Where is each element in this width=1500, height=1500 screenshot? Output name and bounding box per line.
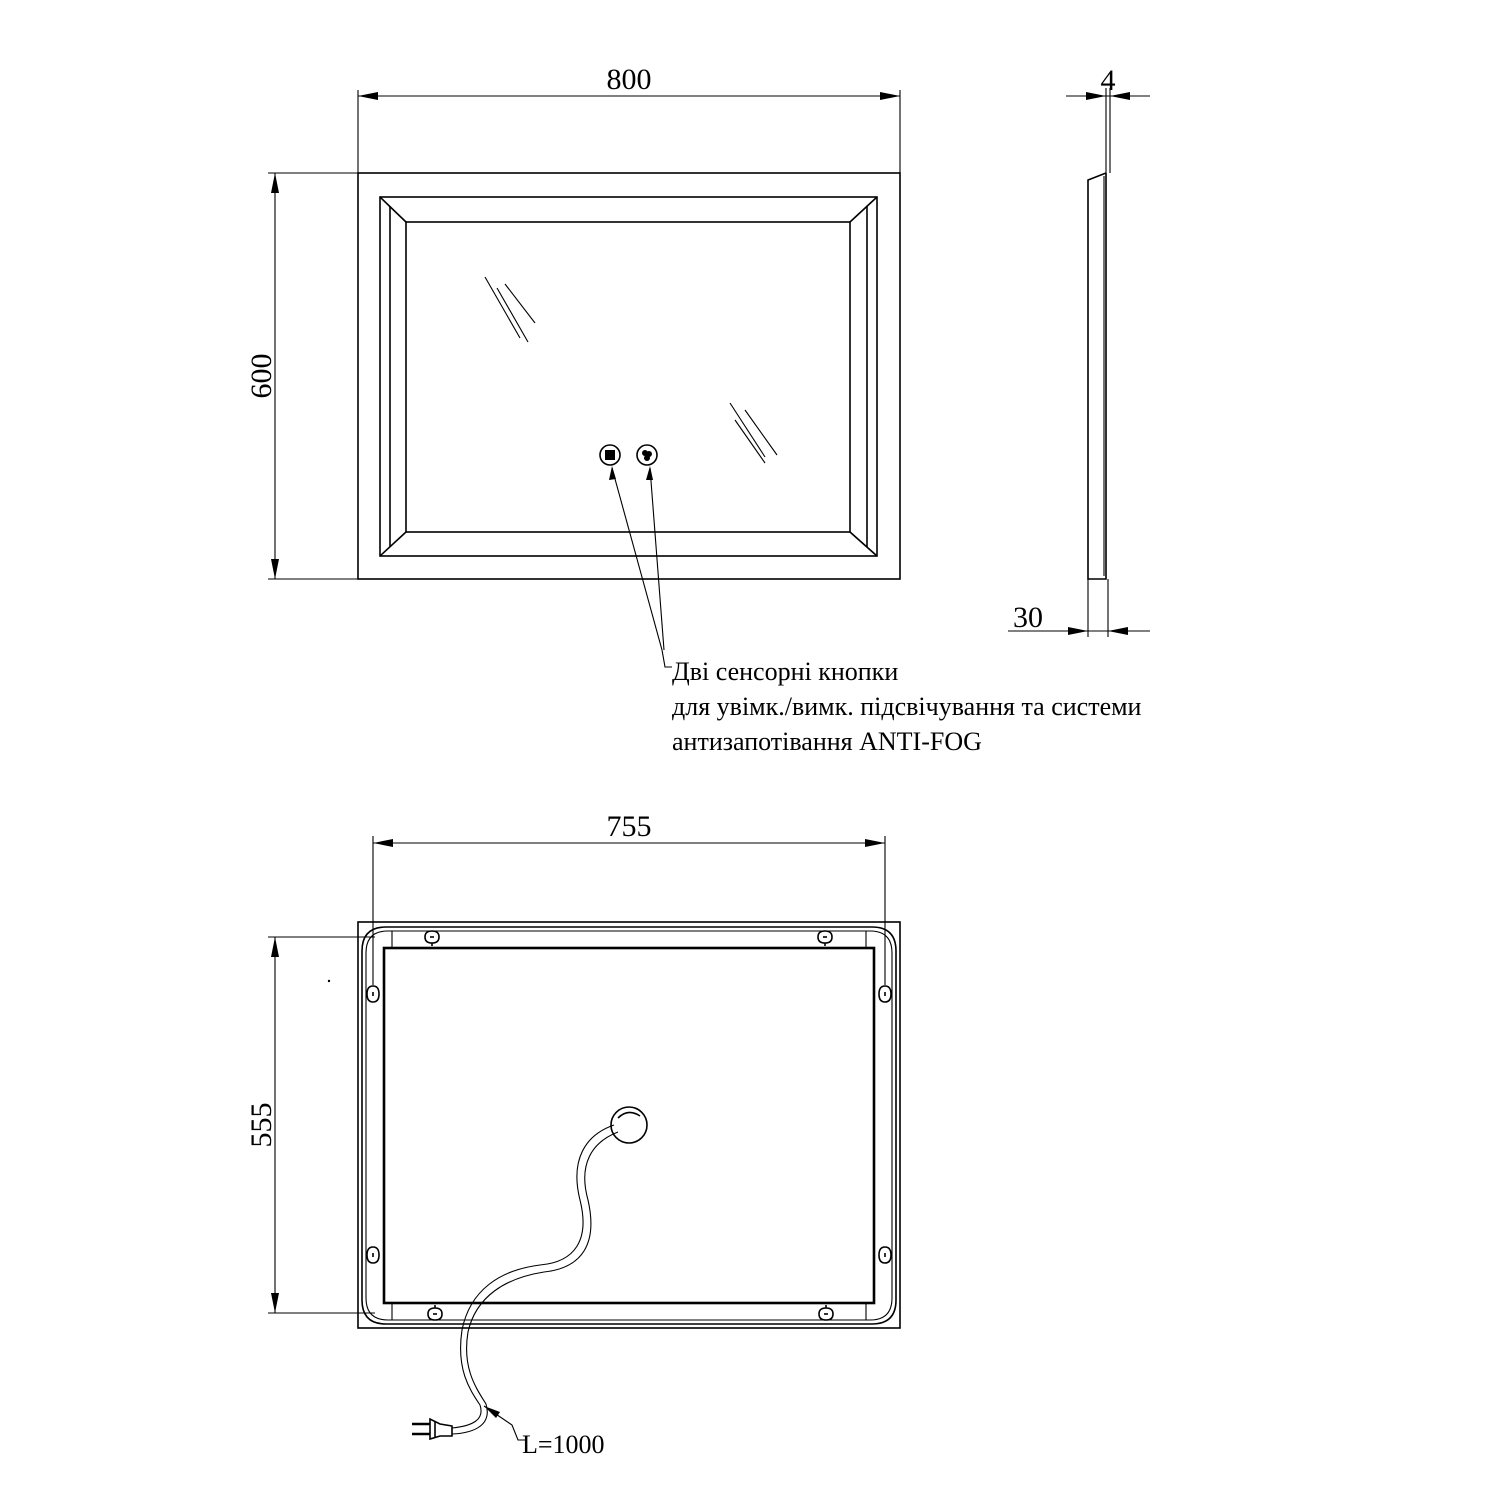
anti-fog-touch-button-icon: [636, 444, 658, 466]
buttons-note-line-3: антизапотівання ANTI-FOG: [672, 727, 982, 756]
stray-dot: [327, 979, 331, 983]
mounting-hole-icon: [366, 930, 892, 1321]
cable-leader: L=1000: [483, 1405, 605, 1459]
mirror-outer-frame: [357, 172, 901, 580]
buttons-leader: [611, 467, 672, 668]
side-depth-label: 30: [1013, 601, 1043, 634]
bevel-outer: [379, 196, 878, 557]
back-height-label: 555: [245, 1103, 278, 1148]
power-plug-icon: [412, 1417, 453, 1441]
buttons-note-line-2: для увімк./вимк. підсвічування та систем…: [672, 692, 1142, 721]
side-top-dimension: 4: [1066, 64, 1150, 173]
side-depth-dimension: 30: [1008, 579, 1150, 637]
side-view: 4 30: [1008, 64, 1150, 637]
front-view: Дві сенсорні кнопки для увімк./вимк. під…: [245, 63, 1142, 756]
side-profile: [1087, 172, 1107, 580]
cable-entry-boss: [610, 1106, 648, 1144]
bevel-corners: [379, 196, 878, 557]
cable-length-label: L=1000: [522, 1430, 605, 1459]
back-width-dimension: 755: [372, 810, 886, 985]
front-width-dimension: 800: [357, 63, 901, 173]
glass-reflection-marks: [484, 276, 778, 464]
front-width-label: 800: [607, 63, 652, 96]
back-width-label: 755: [607, 810, 652, 843]
back-backing-plate: [361, 926, 897, 1325]
bevel-inner: [405, 221, 851, 533]
front-height-dimension: 600: [245, 172, 358, 580]
back-strips: [391, 931, 867, 1320]
back-view: L=1000 755 555: [245, 810, 901, 1459]
back-height-dimension: 555: [245, 936, 375, 1314]
power-cable: [451, 1124, 619, 1435]
light-touch-button-icon: [599, 444, 621, 466]
back-outer-frame: [357, 921, 901, 1329]
anti-fog-heating-pad: [382, 946, 876, 1305]
side-top-thickness-label: 4: [1101, 64, 1116, 97]
buttons-note-line-1: Дві сенсорні кнопки: [672, 657, 898, 686]
front-height-label: 600: [245, 354, 278, 399]
